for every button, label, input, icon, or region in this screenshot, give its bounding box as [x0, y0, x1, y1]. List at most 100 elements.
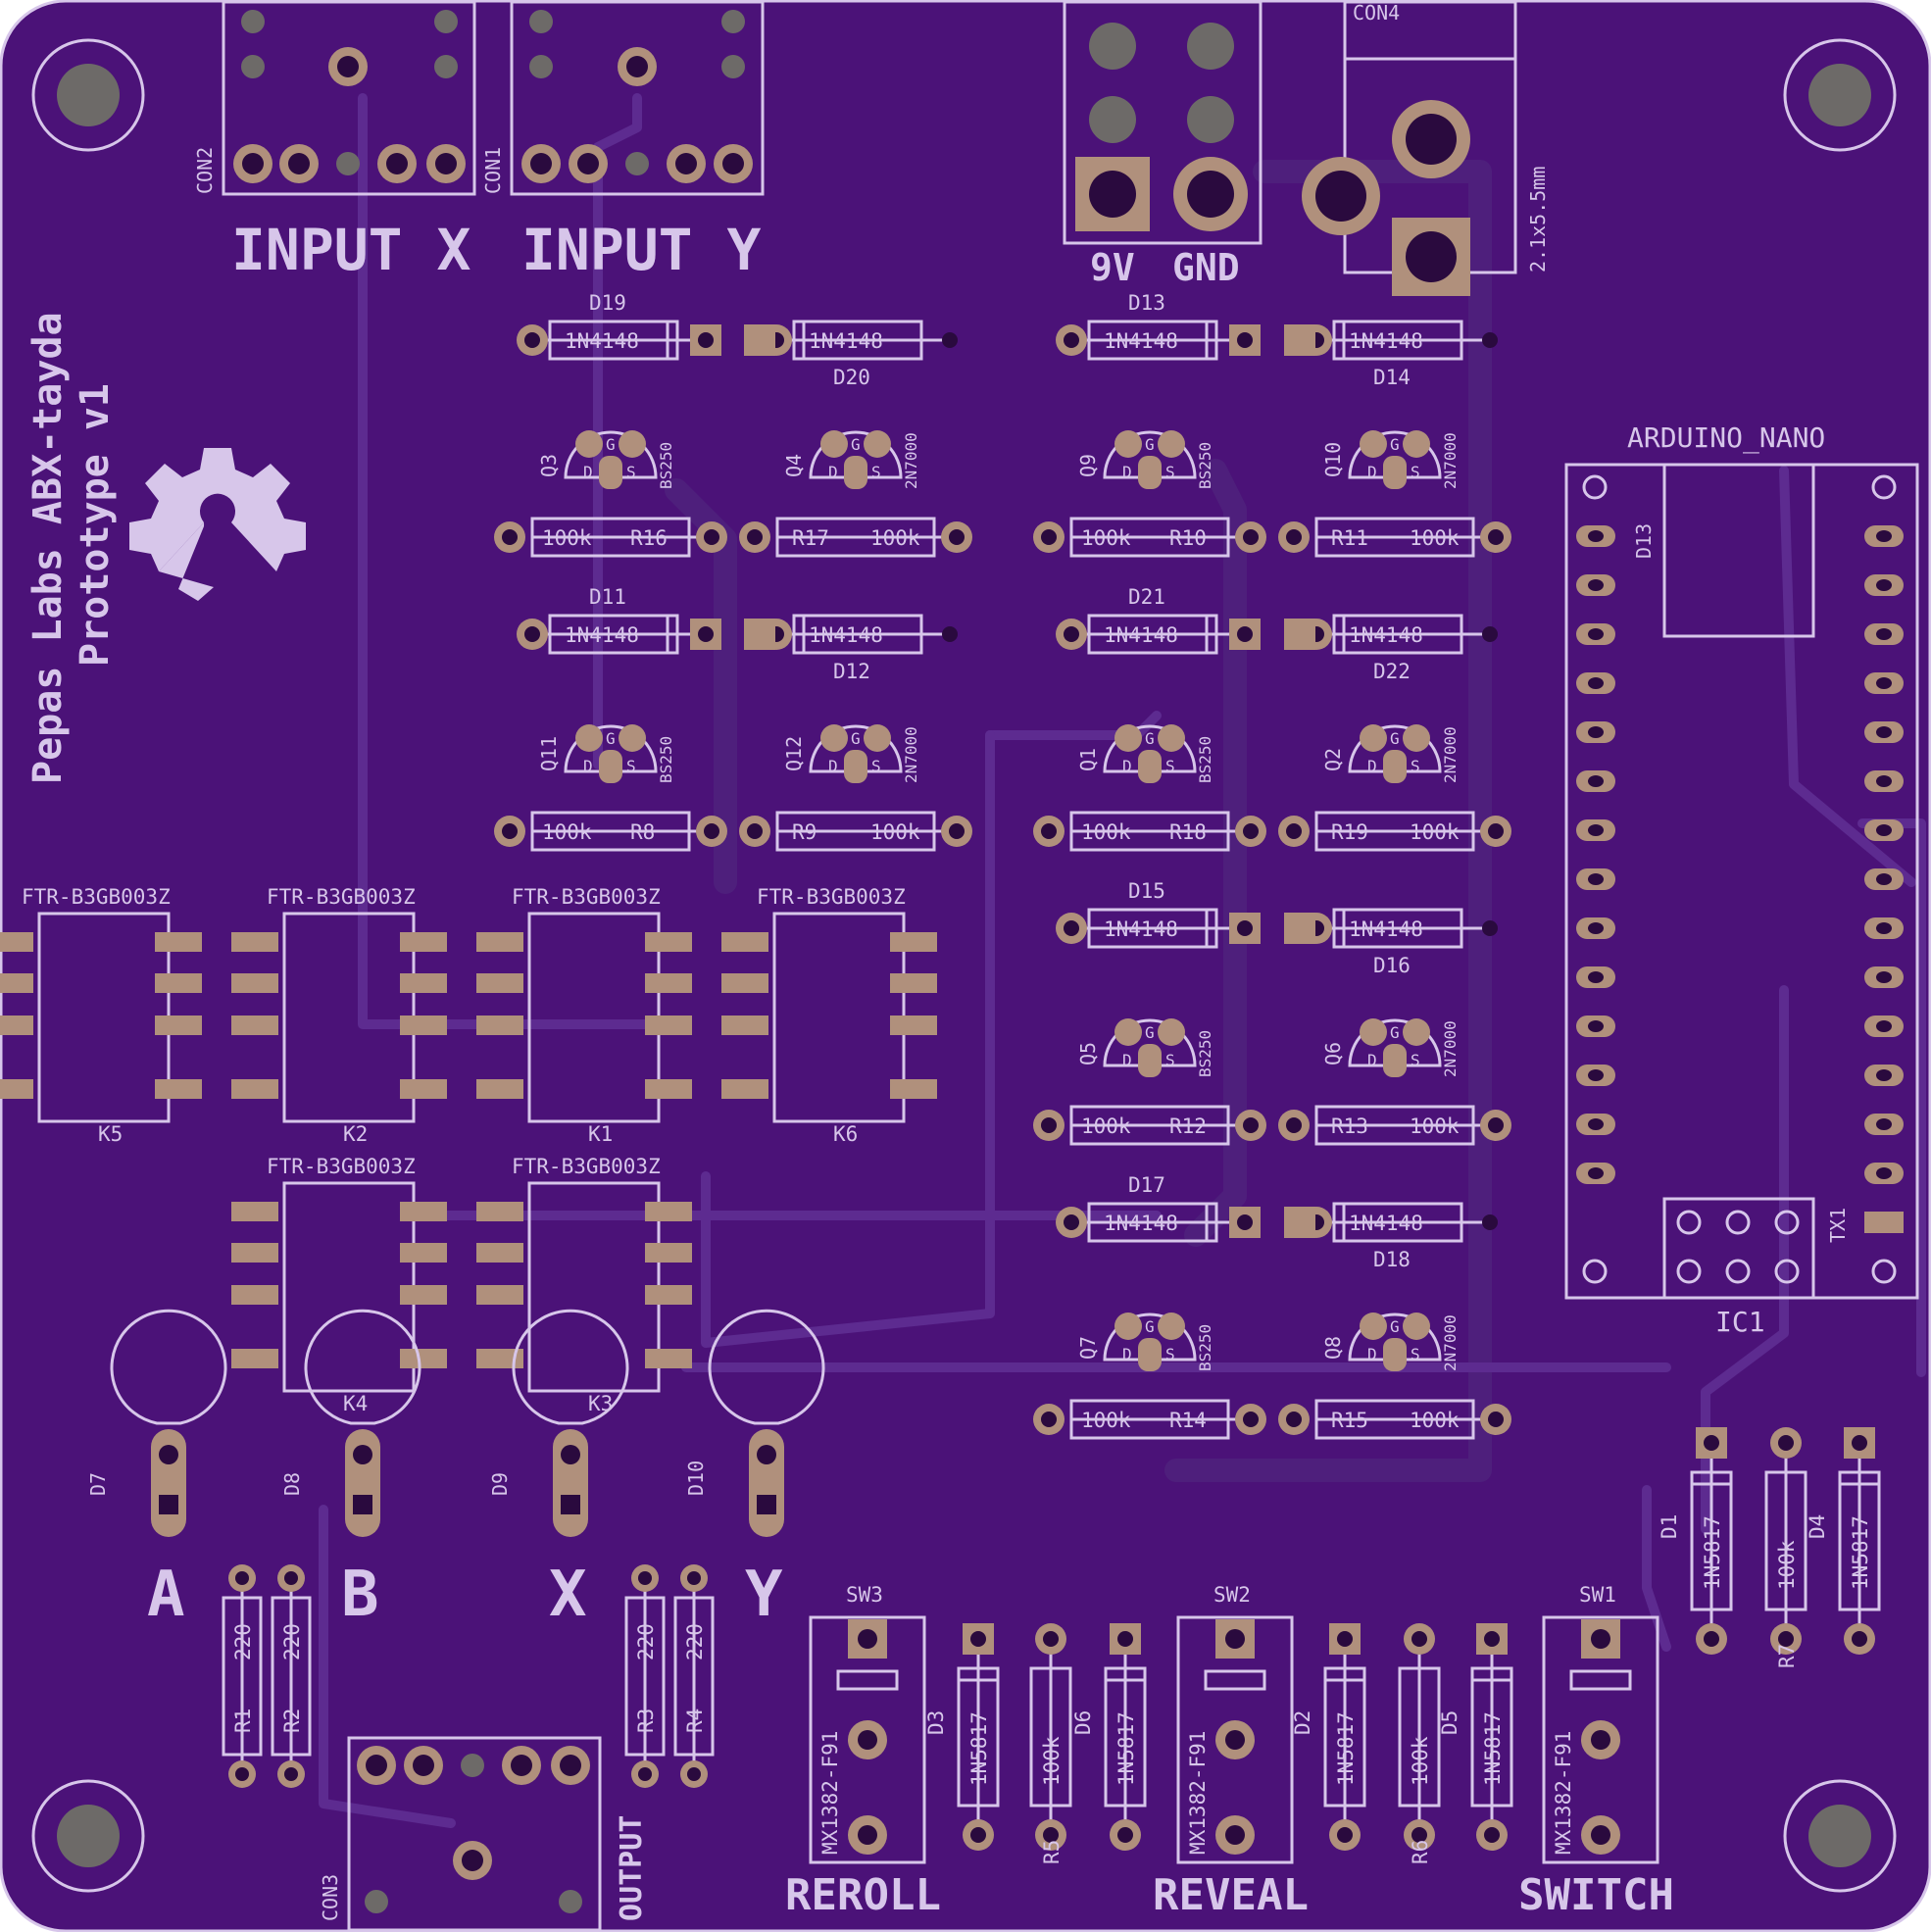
diode-d17: 1N4148 D17 — [1056, 1173, 1261, 1243]
diode-value: 1N5817 — [1701, 1515, 1724, 1590]
pin-d: D — [828, 757, 838, 775]
mosfet-ref: Q3 — [537, 454, 561, 477]
pin-s: S — [1165, 463, 1175, 481]
resistor-value: 220 — [683, 1623, 707, 1660]
mosfet-q3: GD S Q3 BS250 — [537, 430, 675, 489]
resistor-value: 100k — [542, 526, 592, 550]
power-9v-label: 9V — [1090, 246, 1135, 289]
pin-g: G — [1390, 435, 1400, 454]
diode-ref: D15 — [1128, 879, 1165, 903]
con2-ref: CON2 — [193, 147, 217, 194]
pin-g: G — [1145, 1023, 1155, 1042]
pin-d: D — [1122, 1345, 1132, 1363]
diode-d15: 1N4148 D15 — [1056, 879, 1261, 949]
resistor-value: 100k — [1410, 1115, 1460, 1138]
mounting-holes — [31, 38, 1897, 1893]
switch-ref: SW2 — [1213, 1583, 1251, 1607]
con4-size: 2.1x5.5mm — [1526, 167, 1550, 272]
pin-g: G — [1390, 729, 1400, 748]
resistor-ref: R16 — [630, 526, 668, 550]
diode-value: 1N5817 — [1334, 1711, 1358, 1786]
led-label-y: Y — [745, 1559, 783, 1631]
mosfet-value: 2N7000 — [1441, 726, 1460, 783]
diode-value: 1N4148 — [1349, 329, 1423, 353]
resistor-ref: R18 — [1169, 820, 1207, 844]
mosfet-value: BS250 — [657, 442, 675, 489]
led-ref: D9 — [488, 1472, 512, 1496]
input-y-label: INPUT Y — [521, 217, 762, 283]
resistor-ref: R14 — [1169, 1409, 1207, 1432]
mosfet-value: BS250 — [1196, 1324, 1214, 1371]
diode-ref: D13 — [1128, 291, 1165, 315]
switch-ref: SW3 — [846, 1583, 883, 1607]
gear-icon — [129, 448, 306, 601]
diode-value: 1N5817 — [1849, 1515, 1872, 1590]
led-label-b: B — [341, 1559, 379, 1631]
led-label-a: A — [147, 1559, 185, 1631]
diode-value: 1N4148 — [1104, 1212, 1178, 1235]
mosfet-ref: Q2 — [1321, 748, 1345, 771]
arduino-nano: ARDUINO_NANO D13 TX1 IC1 — [1564, 421, 1919, 1338]
mosfet-value: BS250 — [1196, 1030, 1214, 1077]
mount-hole-br — [1783, 1779, 1897, 1893]
relay-part: FTR-B3GB003Z — [22, 885, 171, 909]
diode-value: 1N4148 — [809, 329, 883, 353]
diode-value: 1N4148 — [1104, 917, 1178, 941]
diode-ref: D1 — [1658, 1514, 1681, 1539]
relay-ref: K4 — [343, 1392, 368, 1415]
button-switch-label: SWITCH — [1518, 1870, 1674, 1920]
diode-value: 1N5817 — [967, 1711, 991, 1786]
switch-ref: SW1 — [1579, 1583, 1616, 1607]
pin-d: D — [828, 463, 838, 481]
diode-d1: 1N5817 D1 — [1658, 1427, 1733, 1655]
pin-s: S — [626, 463, 636, 481]
switch-part: MX1382-F91 — [1552, 1731, 1575, 1855]
con3-output-jack: CON3 — [319, 1736, 602, 1932]
diode-ref: D17 — [1128, 1173, 1165, 1197]
mosfet-ref: Q8 — [1321, 1336, 1345, 1360]
diode-ref: D6 — [1071, 1710, 1095, 1735]
diode-value: 1N4148 — [1349, 917, 1423, 941]
resistor-ref: R17 — [792, 526, 829, 550]
pin-d: D — [1367, 757, 1377, 775]
relay-part: FTR-B3GB003Z — [512, 1155, 661, 1178]
resistor-value: 100k — [1775, 1540, 1799, 1590]
con2-footprint: CON2 — [193, 0, 476, 196]
resistor-r18: 100k R18 — [1033, 811, 1266, 852]
pin-d: D — [583, 463, 593, 481]
con4-dc-jack: CON4 2.1x5.5mm — [1302, 0, 1550, 296]
resistor-value: 100k — [1409, 1736, 1432, 1786]
switch-part: MX1382-F91 — [818, 1731, 842, 1855]
pin-g: G — [1390, 1023, 1400, 1042]
resistor-value: 100k — [1081, 820, 1131, 844]
resistor-ref: R15 — [1331, 1409, 1368, 1432]
pin-d: D — [1367, 463, 1377, 481]
arduino-d13: D13 — [1632, 523, 1656, 559]
led-ref: D10 — [684, 1461, 708, 1496]
pin-g: G — [606, 435, 616, 454]
button-reroll-label: REROLL — [785, 1870, 941, 1920]
relay-part: FTR-B3GB003Z — [512, 885, 661, 909]
resistor-value: 100k — [870, 820, 920, 844]
led-d10: D10 — [684, 1309, 825, 1537]
resistor-ref: R19 — [1331, 820, 1368, 844]
resistor-ref: R11 — [1331, 526, 1368, 550]
pin-s: S — [626, 757, 636, 775]
